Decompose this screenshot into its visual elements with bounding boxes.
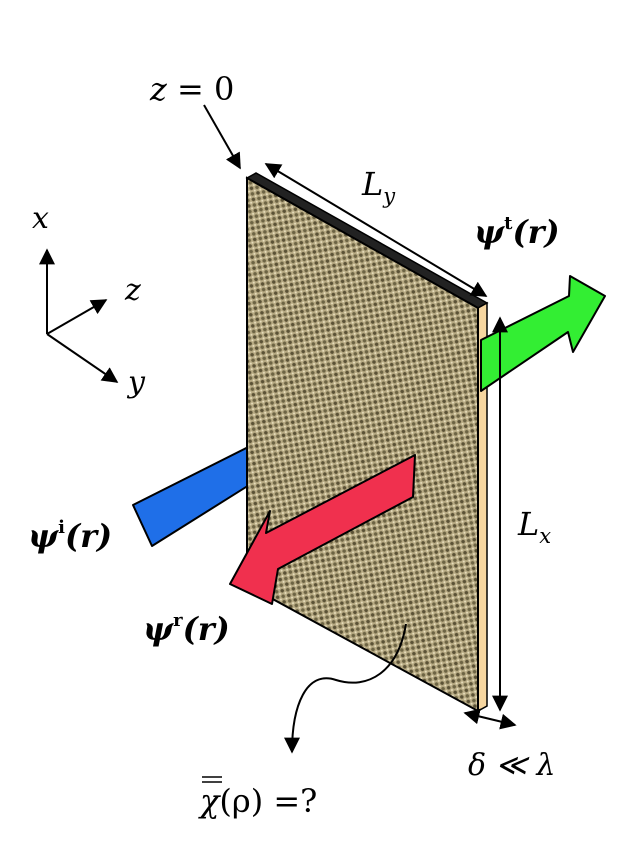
lx-label: Lx — [517, 505, 551, 548]
delta-label: δ ≪ λ — [468, 748, 556, 783]
z-axis-arrow — [46, 299, 108, 335]
y-axis-arrow — [46, 333, 119, 383]
z0-label: z = 0 — [149, 70, 234, 108]
psi-transmitted-label: ψt(r) — [474, 213, 560, 251]
ly-dimension-arrow — [264, 163, 488, 297]
chi-pointer-curve — [284, 623, 407, 754]
x-axis-label: x — [32, 201, 49, 236]
reflected-wave-arrow — [229, 454, 416, 605]
chi-expression: χ(ρ) =? — [198, 782, 317, 820]
coordinate-axes — [39, 248, 119, 383]
delta-dimension-arrow — [463, 708, 517, 730]
metasurface-slab — [245, 172, 489, 713]
ly-label: Ly — [361, 165, 396, 208]
chi-label: χ(ρ) =? — [198, 776, 317, 820]
z-axis-label: z — [124, 273, 141, 308]
slab-front-face — [246, 176, 479, 713]
z0-pointer-arrow — [203, 104, 241, 170]
psi-reflected-label: ψr(r) — [143, 610, 230, 648]
y-axis-label: y — [126, 365, 146, 400]
psi-incident-label: ψi(r) — [28, 517, 112, 555]
